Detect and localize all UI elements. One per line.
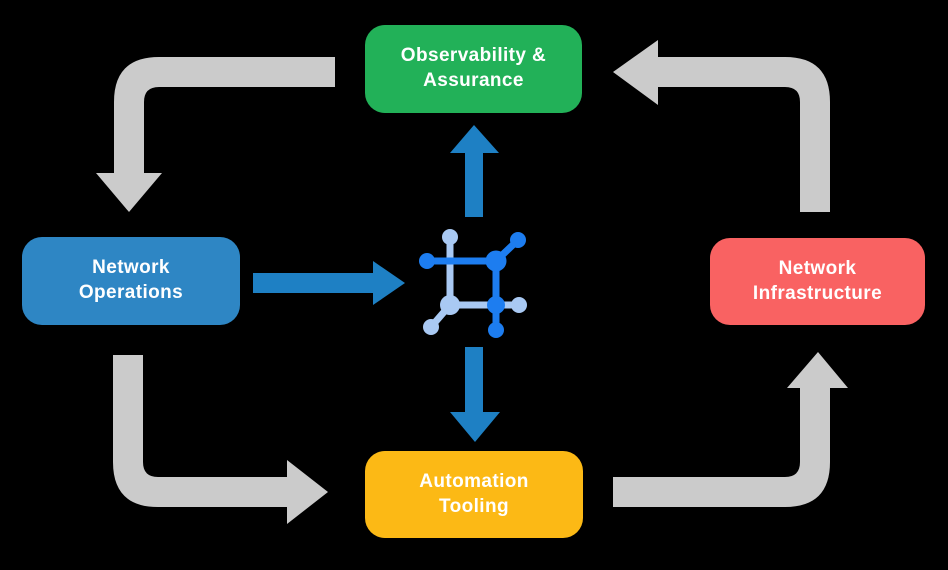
node-label-line: Operations: [78, 282, 184, 303]
node-network-operations: Network Operations: [22, 237, 240, 325]
flow-arrow-core-to-automation: [450, 347, 500, 442]
node-label-line: Tooling: [439, 495, 509, 517]
cycle-arrow-operations-to-automation: [113, 355, 328, 524]
node-label-line: Assurance: [423, 70, 524, 91]
network-mesh-icon-light-part: [423, 229, 527, 335]
flow-arrow-operations-to-core: [253, 261, 405, 305]
node-label-line: Infrastructure: [752, 282, 883, 304]
cycle-arrow-infrastructure-to-observability: [613, 40, 830, 212]
network-mesh-icon: [419, 229, 527, 338]
node-label-line: Network: [778, 257, 857, 279]
node-label-line: Automation: [419, 470, 529, 492]
node-automation-tooling: Automation Tooling: [365, 451, 583, 538]
cycle-arrow-automation-to-infrastructure: [613, 352, 848, 507]
node-label-line: Observability &: [400, 45, 547, 67]
cycle-arrow-observability-to-operations: [96, 57, 335, 212]
node-network-infrastructure: Network Infrastructure: [710, 238, 925, 325]
network-mesh-icon-bright-part: [419, 232, 526, 338]
node-label-line: Network: [92, 257, 170, 279]
node-observability-assurance: Observability & Assurance: [365, 25, 582, 113]
flow-arrow-core-to-observability: [450, 125, 499, 217]
